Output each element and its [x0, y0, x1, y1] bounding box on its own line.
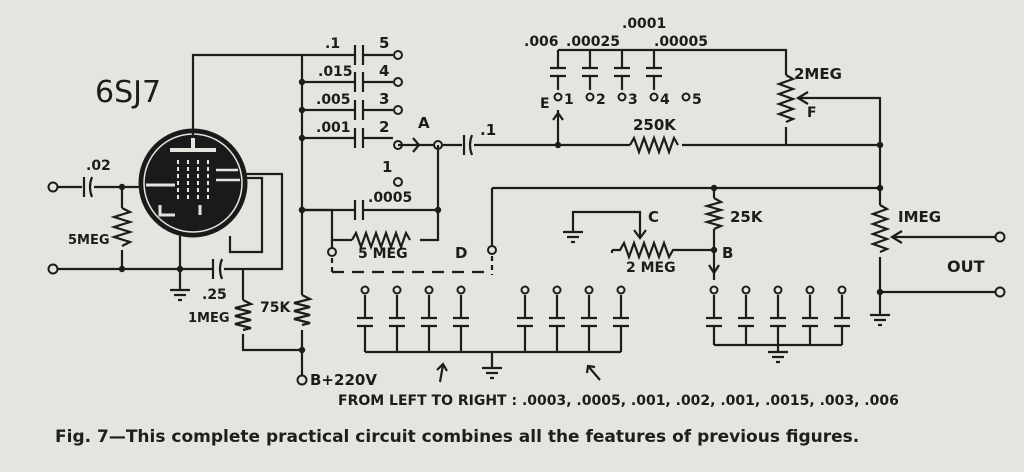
out-terminal-top: [994, 231, 1006, 243]
r-5meg-label: 5 MEG: [358, 246, 408, 262]
selector-capacitors: [353, 45, 393, 148]
top-num-3: 3: [628, 92, 638, 108]
top-num-2: 2: [596, 92, 606, 108]
top-cap-bank: [550, 48, 662, 145]
node-e-label: E: [540, 96, 550, 112]
coupling-cap-label: .1: [480, 121, 496, 139]
sel-cap-1: .1: [325, 36, 340, 52]
top-num-4: 4: [660, 92, 670, 108]
output-section: [869, 145, 996, 315]
plate-resistor-label: 75K: [260, 300, 291, 316]
bottom-left-cap-bank: [357, 295, 629, 383]
sel-cap-2: .015: [318, 64, 353, 80]
sel-cap-4: .001: [316, 120, 351, 136]
cathode-cap-label: .25: [202, 287, 227, 303]
cap-0005-label: .0005: [368, 190, 412, 206]
cathode-resistor-label: 1MEG: [188, 311, 230, 326]
mid-network: [490, 186, 880, 280]
input-terminal-top: [47, 181, 59, 193]
node-b-label: B: [722, 244, 733, 262]
switch-a: [398, 137, 436, 153]
plate-resistor: [293, 294, 314, 327]
input-capacitor: [82, 176, 94, 198]
sel-num-5: 5: [379, 34, 389, 52]
pot-2meg-c-label: 2 MEG: [626, 260, 676, 276]
supply-terminal: [296, 374, 308, 386]
sel-cap-3: .005: [316, 92, 351, 108]
input-cap-label: .02: [86, 158, 111, 174]
sel-num-2: 2: [379, 118, 389, 136]
sel-num-1: 1: [382, 158, 392, 176]
sel-num-4: 4: [379, 62, 389, 80]
out-label: OUT: [947, 257, 985, 276]
cathode-resistor: [234, 299, 255, 332]
top-cap-4: .00005: [654, 34, 708, 50]
input-terminal-bottom: [47, 263, 59, 275]
node-f-label: F: [807, 105, 817, 121]
node-c-label: C: [648, 208, 659, 226]
r-25k-label: 25K: [730, 208, 764, 226]
node-a-label: A: [418, 114, 430, 132]
sel-num-3: 3: [379, 90, 389, 108]
grid-resistor-label: 5MEG: [68, 233, 110, 248]
top-cap-1: .006: [524, 34, 559, 50]
out-terminal-bottom: [994, 286, 1006, 298]
top-cap-3: .0001: [622, 16, 666, 32]
cathode-capacitor: [211, 258, 224, 280]
from-left-note: FROM LEFT TO RIGHT : .0003, .0005, .001,…: [338, 393, 899, 409]
node-d-label: D: [455, 244, 467, 262]
supply-label: B+220V: [310, 371, 377, 389]
ground-symbol-c: [563, 230, 583, 244]
r-250k-label: 250K: [633, 116, 677, 134]
pot-2meg-f-label: 2MEG: [794, 65, 842, 83]
figure-caption: Fig. 7—This complete practical circuit c…: [55, 427, 859, 447]
bottom-right-cap-bank: [706, 295, 850, 364]
feedback-branch: [330, 145, 440, 251]
top-cap-2: .00025: [566, 34, 620, 50]
tube-label: 6SJ7: [95, 75, 161, 110]
pot-2meg-f: [654, 48, 882, 145]
grid-resistor: [110, 207, 134, 247]
coupling-and-250k: [442, 134, 880, 156]
top-num-1: 1: [564, 92, 574, 108]
pot-imeg-label: IMEG: [898, 208, 941, 226]
tube-6sj7-symbol: [138, 128, 248, 238]
ground-symbol-out: [870, 313, 890, 327]
input-wiring: [57, 53, 302, 352]
ground-symbol-cathode: [170, 288, 190, 302]
top-num-5: 5: [692, 92, 702, 108]
